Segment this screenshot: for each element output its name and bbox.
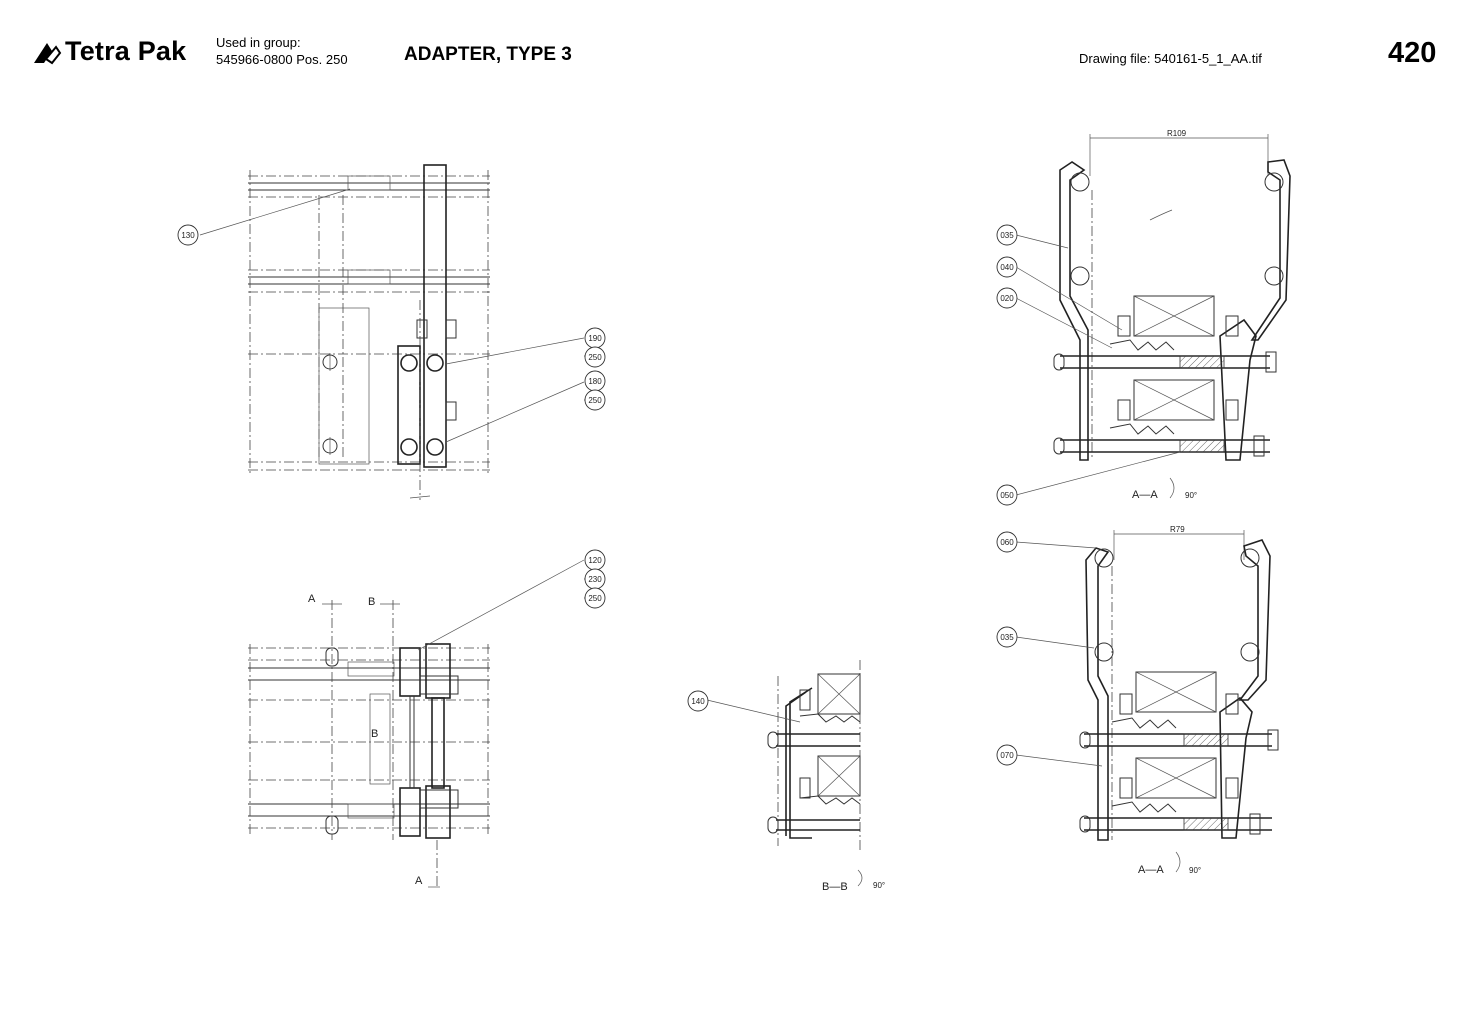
callout-035: 035 — [996, 224, 1018, 246]
rotation-label-bottom: 90° — [1189, 866, 1201, 875]
callout-250: 250 — [584, 346, 606, 368]
brand-name: Tetra Pak — [65, 36, 187, 66]
callout-120: 120 — [584, 549, 606, 571]
section-label-bb: B—B — [822, 881, 848, 893]
callout-050: 050 — [996, 484, 1018, 506]
svg-text:060: 060 — [1000, 538, 1014, 547]
svg-text:190: 190 — [588, 334, 602, 343]
page-title: ADAPTER, TYPE 3 — [404, 44, 572, 65]
callout-140: 140 — [687, 690, 709, 712]
svg-text:130: 130 — [181, 231, 195, 240]
section-mark-a-top: A — [308, 593, 316, 605]
callout-020: 020 — [996, 287, 1018, 309]
section-mark-b-mid: B — [371, 728, 378, 740]
section-mark-b-top: B — [368, 596, 375, 608]
callout-180: 180 — [584, 370, 606, 392]
drawing-file: Drawing file: 540161-5_1_AA.tif — [1079, 51, 1262, 66]
svg-text:035: 035 — [1000, 231, 1014, 240]
section-b-b-view: B—B 90° — [706, 660, 885, 893]
callout-250: 250 — [584, 587, 606, 609]
svg-text:120: 120 — [588, 556, 602, 565]
callout-130: 130 — [177, 224, 199, 246]
section-mark-a-bottom: A — [415, 875, 423, 887]
callout-035: 035 — [996, 626, 1018, 648]
callout-070: 070 — [996, 744, 1018, 766]
svg-text:180: 180 — [588, 377, 602, 386]
callout-230: 230 — [584, 568, 606, 590]
svg-text:250: 250 — [588, 353, 602, 362]
brand-logo: Tetra Pak — [32, 36, 186, 67]
used-in-group: Used in group: 545966-0800 Pos. 250 — [216, 34, 348, 68]
section-a-a-top-view: R109 A—A 90° — [1015, 129, 1291, 501]
svg-text:250: 250 — [588, 396, 602, 405]
callout-250: 250 — [584, 389, 606, 411]
top-left-view — [199, 164, 605, 500]
rotation-label-bb: 90° — [873, 881, 885, 890]
callout-040: 040 — [996, 256, 1018, 278]
section-label-aa-bottom: A—A — [1138, 864, 1164, 876]
group-value: 545966-0800 Pos. 250 — [216, 52, 348, 67]
bottom-left-view: A B B A — [248, 559, 605, 888]
section-label-aa-top: A—A — [1132, 489, 1158, 501]
callout-190: 190 — [584, 327, 606, 349]
rotation-label-top: 90° — [1185, 491, 1197, 500]
page-number: 420 — [1388, 37, 1437, 69]
svg-text:040: 040 — [1000, 263, 1014, 272]
section-a-a-bottom-view: R79 A—A 90° — [1015, 525, 1279, 876]
radius-label-top: R109 — [1167, 129, 1187, 138]
svg-text:250: 250 — [588, 594, 602, 603]
svg-text:070: 070 — [1000, 751, 1014, 760]
radius-label-bottom: R79 — [1170, 525, 1185, 534]
callout-060: 060 — [996, 531, 1018, 553]
svg-text:035: 035 — [1000, 633, 1014, 642]
svg-text:140: 140 — [691, 697, 705, 706]
group-label: Used in group: — [216, 35, 301, 50]
svg-text:230: 230 — [588, 575, 602, 584]
svg-text:050: 050 — [1000, 491, 1014, 500]
tetra-pak-logo-icon — [34, 42, 62, 64]
svg-text:020: 020 — [1000, 294, 1014, 303]
